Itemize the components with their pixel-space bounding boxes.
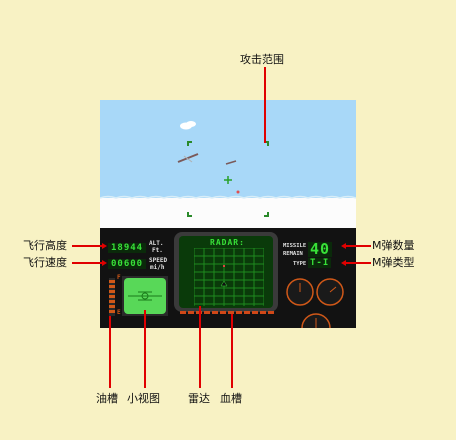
callout-line-missile-count: [346, 245, 371, 247]
radar-grid: [194, 248, 264, 306]
callout-line-health: [231, 314, 233, 388]
fuel-empty-label: E: [117, 309, 121, 316]
mini-map-horizon: [128, 291, 162, 301]
callout-line-altitude: [72, 245, 103, 247]
gauge-needles: [299, 283, 337, 328]
enemy-jet-icon: [225, 160, 237, 165]
altitude-unit-bottom: Ft.: [152, 247, 163, 254]
speed-readout: 00600: [108, 259, 147, 269]
radar-title-text: RADAR: [210, 238, 240, 247]
missile-type-readout: T-I: [308, 258, 332, 268]
cloud: [180, 121, 196, 130]
arrow-right-icon: [102, 243, 107, 249]
radar-title-suffix: :: [239, 238, 245, 247]
callout-missile-count: M弹数量: [372, 239, 415, 252]
arrow-left-icon: [341, 260, 346, 266]
type-label: TYPE: [293, 261, 307, 267]
game-screen: 18944 ALT. Ft. 00600 SPEED mi/h F E RADA…: [99, 100, 357, 329]
callout-line-missile-type: [346, 262, 371, 264]
speed-unit-bottom: mi/h: [150, 264, 165, 271]
callout-fuel: 油槽: [96, 392, 118, 405]
radar-title: RADAR:: [210, 239, 245, 247]
remain-label: REMAIN: [283, 251, 303, 257]
callout-speed: 飞行速度: [23, 256, 67, 269]
tracer: [236, 190, 240, 194]
callout-mini-map: 小视图: [127, 392, 160, 405]
radar-enemy-blip: [223, 265, 225, 267]
radar-player-icon: [220, 280, 228, 287]
fuel-gauge-fill: [109, 280, 115, 313]
health-bar: [180, 311, 274, 314]
missile-label: MISSILE: [283, 243, 307, 249]
callout-missile-type: M弹类型: [372, 256, 415, 269]
arrow-right-icon: [102, 260, 107, 266]
callout-line-radar: [199, 306, 201, 388]
callout-line-mini-map: [144, 310, 146, 388]
altitude-readout: 18944: [108, 243, 147, 253]
arrow-left-icon: [341, 243, 346, 249]
enemy-jet-icon: [177, 153, 199, 163]
crosshair-icon: [224, 176, 232, 184]
missile-count-readout: 40: [308, 240, 333, 258]
callout-altitude: 飞行高度: [23, 239, 67, 252]
callout-attack-range: 攻击范围: [240, 53, 284, 66]
fuel-full-label: F: [117, 274, 121, 281]
callout-line-speed: [72, 262, 103, 264]
callout-line-attack-range: [264, 67, 266, 143]
altitude-unit-top: ALT.: [149, 240, 164, 247]
callout-line-fuel: [109, 316, 111, 388]
speed-unit-top: SPEED: [149, 257, 168, 264]
callout-radar: 雷达: [188, 392, 210, 405]
ground: [100, 198, 356, 228]
callout-health: 血槽: [220, 392, 242, 405]
